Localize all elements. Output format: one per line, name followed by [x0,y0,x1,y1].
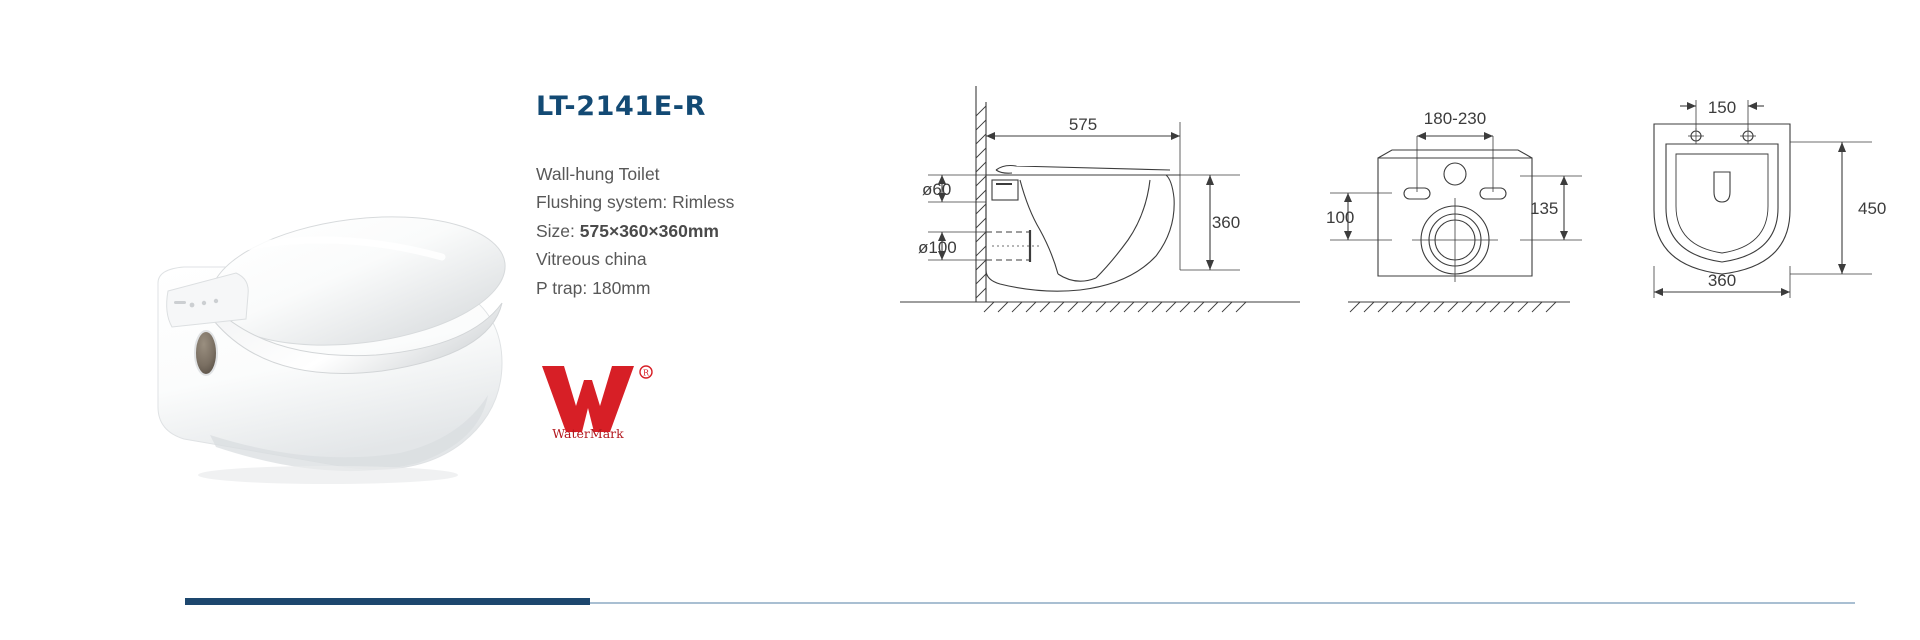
mount-plate-outline [1377,157,1533,277]
spec-line-type: Wall-hung Toilet [536,160,866,189]
toilet-illustration [157,216,506,484]
dim-label-360: 360 [1708,271,1736,290]
seat-profile [995,164,1171,171]
vent-hole [1443,162,1467,186]
page-title: LT-2141E-R [536,91,706,122]
dim-label-360: 360 [1212,213,1240,232]
toilet-seat-rim [213,302,503,374]
bowl-shadow [210,395,488,472]
bowl-inner-right [1095,179,1151,279]
spec-size-value: 575×360×360mm [579,220,719,241]
watermark-certification-logo: R WaterMark [536,360,666,440]
spec-text: Vitreous china [536,249,647,270]
footer-rule-thin [190,602,1855,604]
dim-label-450: 450 [1858,199,1886,218]
watermark-w-glyph [542,366,634,432]
side-elevation-svg: 575 360 ø60 ø100 [900,86,1300,313]
drawing-top-plan: 150 450 360 [1610,80,1910,320]
dim-label-d60: ø60 [922,180,951,199]
spec-line-material: Vitreous china [536,245,866,274]
jet-outlet [1713,171,1731,203]
outlet-centre-cross [1412,198,1498,282]
dim-label-150: 150 [1708,98,1736,117]
control-markings [174,298,219,308]
floor-hatching [983,301,1247,313]
product-photo [150,195,530,495]
inlet-fitting [991,179,1019,201]
side-sensor-bezel [194,330,218,376]
bowl-inner-bottom [1057,273,1097,282]
fixing-hole-left [1688,128,1704,144]
watermark-logo-svg: R WaterMark [542,365,653,440]
pan-outer-outline [1653,123,1791,275]
spec-list: Wall-hung Toilet Flushing system: Rimles… [536,160,866,303]
top-plan-svg: 150 450 360 [1653,98,1886,298]
drawing-wall-mount-plan: 180-230 100 135 [1320,80,1600,320]
registered-symbol-letter: R [643,369,650,378]
outlet-dashed-outline [986,231,1030,261]
drawing-side-elevation: 575 360 ø60 ø100 [900,80,1300,320]
spec-text: P trap: 180mm [536,277,651,298]
seat-hinge-detail [995,169,1013,174]
mount-plate-top-chamfer [1377,149,1533,159]
technical-drawings: 575 360 ø60 ø100 [900,80,1910,320]
wall-mount-svg: 180-230 100 135 [1326,109,1582,313]
spec-line-trap: P trap: 180mm [536,274,866,303]
bowl-outer-profile [985,174,1175,292]
lid-highlight [242,236,446,261]
side-sensor [195,331,217,375]
product-info: LT-2141E-R Wall-hung Toilet Flushing sys… [536,92,866,302]
bowl-inner-left [1019,179,1059,275]
dim-label-100: 100 [1326,208,1354,227]
spec-line-flushing: Flushing system: Rimless [536,188,866,217]
footer-rule-accent [185,598,590,605]
watermark-label: WaterMark [552,426,624,440]
registered-symbol-circle [639,365,653,379]
dim-label-135: 135 [1530,199,1558,218]
dim-label-d100: ø100 [918,238,957,257]
spec-line-size: Size: 575×360×360mm [536,217,866,246]
wall-hatching [975,105,987,299]
seat-hinge-housing [166,272,249,328]
dim-label-180-230: 180-230 [1424,109,1486,128]
fixing-hole-right [1740,128,1756,144]
bowl-rim-outline [1675,153,1769,254]
spec-text: Flushing system: Rimless [536,192,735,213]
dim-label-575: 575 [1069,115,1097,134]
floor-shadow [198,466,458,484]
floor-hatching [1349,301,1557,313]
pan-inner-outline [1665,143,1779,263]
spec-text: Size: [536,220,580,241]
spec-text: Wall-hung Toilet [536,163,660,184]
